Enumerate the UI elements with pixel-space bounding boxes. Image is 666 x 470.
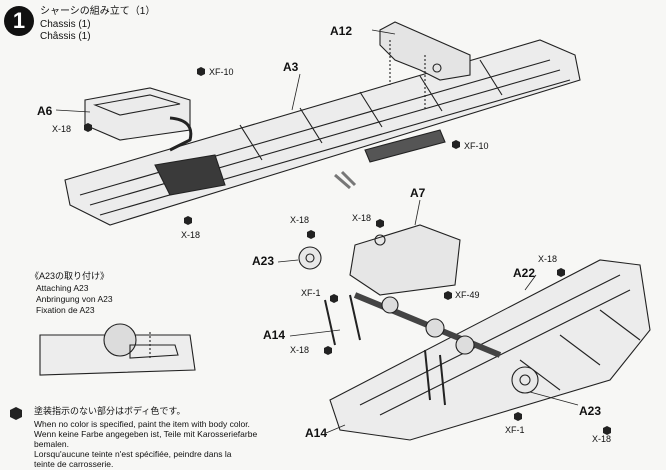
screw-label-xf1-left: XF-1 (301, 288, 321, 298)
note-de-1: Wenn keine Farbe angegeben ist, Teile mi… (34, 429, 258, 439)
screw-label-xf10-top: XF-10 (209, 67, 234, 77)
part-label-a14-bottom: A14 (305, 426, 328, 440)
step-title-fr: Châssis (1) (40, 31, 91, 42)
step-title-en: Chassis (1) (40, 19, 91, 30)
part-label-a6: A6 (37, 104, 53, 118)
inset-title-ja: 《A23の取り付け》 (30, 271, 110, 281)
screw-label-x18-a6: X-18 (52, 124, 72, 134)
screw-label-x18-a14: X-18 (290, 345, 310, 355)
inset-line-en: Attaching A23 (36, 283, 89, 293)
screw-label-xf1-bottom: XF-1 (505, 425, 525, 435)
part-label-a7: A7 (410, 186, 426, 200)
note-de-2: bemalen. (34, 439, 69, 449)
screw-label-xf10-mid: XF-10 (464, 141, 489, 151)
note-fr-2: teinte de carrosserie. (34, 459, 114, 469)
screw-label-x18-bottom-right: X-18 (592, 434, 612, 444)
inset-line-de: Anbringung von A23 (36, 294, 113, 304)
screw-label-x18-bottom-left: X-18 (181, 230, 201, 240)
screw-label-x18-a7-left: X-18 (290, 215, 310, 225)
screw-label-x18-a7-right: X-18 (352, 213, 372, 223)
step-number-badge: 1 (4, 6, 34, 36)
screw-label-x18-a22: X-18 (538, 254, 558, 264)
part-label-a23-bottom: A23 (579, 404, 602, 418)
part-label-a12: A12 (330, 24, 353, 38)
note-en: When no color is specified, paint the it… (34, 419, 250, 429)
screw-label-xf49: XF-49 (455, 290, 480, 300)
note-fr-1: Lorsqu'aucune teinte n'est spécifiée, pe… (34, 449, 232, 459)
part-label-a14-mid: A14 (263, 328, 286, 342)
note-ja: 塗装指示のない部分はボディ色です。 (34, 406, 186, 416)
part-label-a3: A3 (283, 60, 299, 74)
step-title-ja: シャーシの組み立て（1） (40, 6, 156, 17)
part-label-a23-top: A23 (252, 254, 275, 268)
part-label-a22: A22 (513, 266, 536, 280)
inset-line-fr: Fixation de A23 (36, 305, 95, 315)
